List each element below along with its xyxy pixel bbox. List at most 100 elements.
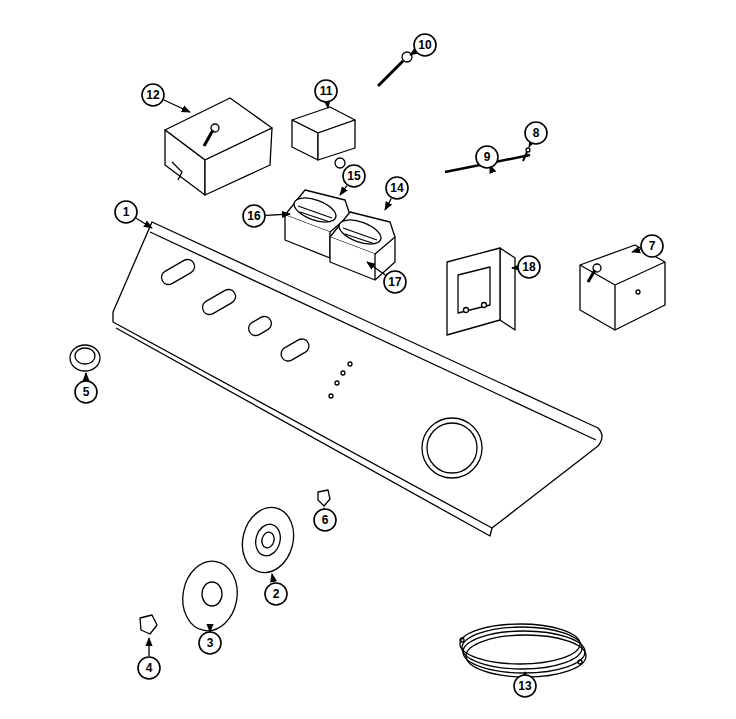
console-panel xyxy=(200,287,238,317)
control-part xyxy=(636,290,640,294)
callout-circle xyxy=(384,271,406,293)
knob-part xyxy=(235,502,300,579)
callout-circle xyxy=(115,201,137,223)
callout-number: 13 xyxy=(518,680,531,692)
bracket-part xyxy=(482,303,487,308)
leader-line xyxy=(327,103,329,108)
callout-number: 6 xyxy=(322,514,329,526)
console-panel xyxy=(422,418,482,478)
leader-line xyxy=(410,52,415,55)
clip-part xyxy=(318,490,330,506)
callout-circle xyxy=(343,165,365,187)
callout-circle xyxy=(525,122,547,144)
callout-number: 14 xyxy=(390,182,403,194)
callout-number: 18 xyxy=(522,261,535,273)
wire-coil xyxy=(460,624,586,677)
leader-line xyxy=(148,638,149,656)
wire-coil xyxy=(578,660,582,664)
callout-number: 10 xyxy=(418,39,431,51)
knob-part xyxy=(75,348,95,364)
leader-line xyxy=(512,267,517,269)
callout-circle xyxy=(476,146,498,168)
timer-part xyxy=(165,130,205,195)
screw-part xyxy=(378,61,403,86)
leader-line xyxy=(529,144,531,147)
callout-number: 17 xyxy=(388,276,401,288)
timer-part xyxy=(205,128,272,195)
relay-part xyxy=(335,158,345,168)
wire-coil xyxy=(460,638,464,642)
relay-part xyxy=(292,120,318,160)
console-panel xyxy=(341,371,345,375)
callout-number: 15 xyxy=(347,170,360,182)
callout-circle xyxy=(386,177,408,199)
rod-part xyxy=(526,148,530,152)
timer-part xyxy=(165,98,272,195)
callout-circle xyxy=(314,509,336,531)
knob-part xyxy=(70,345,100,371)
timer-part xyxy=(172,162,182,180)
leader-line xyxy=(164,100,190,112)
rod-part xyxy=(523,152,527,161)
callout-number: 12 xyxy=(146,89,159,101)
bracket-part xyxy=(447,248,515,335)
rocker-switch xyxy=(330,212,395,280)
callout-number: 8 xyxy=(533,127,540,139)
leader-line xyxy=(385,199,391,210)
wire-coil xyxy=(463,631,585,673)
screw-part xyxy=(378,52,412,86)
console-panel xyxy=(246,314,274,338)
screw-part xyxy=(402,52,412,62)
callout-circle xyxy=(414,34,436,56)
callout-circle xyxy=(243,205,265,227)
control-part xyxy=(588,270,595,282)
console-panel xyxy=(279,336,312,363)
wire-coil xyxy=(466,635,586,677)
knob-part xyxy=(177,557,242,635)
console-panel xyxy=(427,423,477,473)
leader-line xyxy=(266,214,290,215)
leader-lines xyxy=(75,34,663,697)
callout-circle xyxy=(138,657,160,679)
bracket-part xyxy=(464,308,469,313)
bracket-part xyxy=(500,248,515,330)
console-panel xyxy=(335,381,339,385)
console-panel xyxy=(348,362,352,366)
callout-number: 9 xyxy=(484,151,491,163)
callout-number: 16 xyxy=(247,210,260,222)
relay-part xyxy=(292,107,355,168)
callout-number: 1 xyxy=(123,206,130,218)
wire-coil xyxy=(462,627,582,669)
leader-line xyxy=(272,574,274,582)
clip-part xyxy=(140,490,330,634)
knob-part xyxy=(202,582,222,606)
callout-number: 7 xyxy=(649,240,656,252)
callout-number: 2 xyxy=(273,588,280,600)
leader-line xyxy=(136,218,152,228)
console-panel xyxy=(329,394,333,398)
relay-part xyxy=(318,120,355,160)
timer-part xyxy=(204,130,213,146)
knob-part xyxy=(70,345,301,635)
callout-circle xyxy=(142,84,164,106)
callout-circle xyxy=(641,235,663,257)
knob-part xyxy=(252,521,283,558)
clip-part xyxy=(140,615,157,634)
knob-part xyxy=(260,531,276,550)
rocker-switch xyxy=(285,190,395,280)
callout-number: 5 xyxy=(83,386,90,398)
leader-line xyxy=(632,249,641,252)
callout-number: 3 xyxy=(207,637,214,649)
bracket-part xyxy=(458,267,490,313)
leader-line xyxy=(524,672,525,674)
console-panel xyxy=(116,328,492,536)
callout-circle xyxy=(199,632,221,654)
callout-circle xyxy=(265,583,287,605)
leader-line xyxy=(367,262,385,275)
leader-line xyxy=(85,373,86,380)
bracket-part xyxy=(447,248,500,335)
callout-circle xyxy=(518,256,540,278)
callout-circle xyxy=(514,675,536,697)
control-part xyxy=(580,262,665,330)
